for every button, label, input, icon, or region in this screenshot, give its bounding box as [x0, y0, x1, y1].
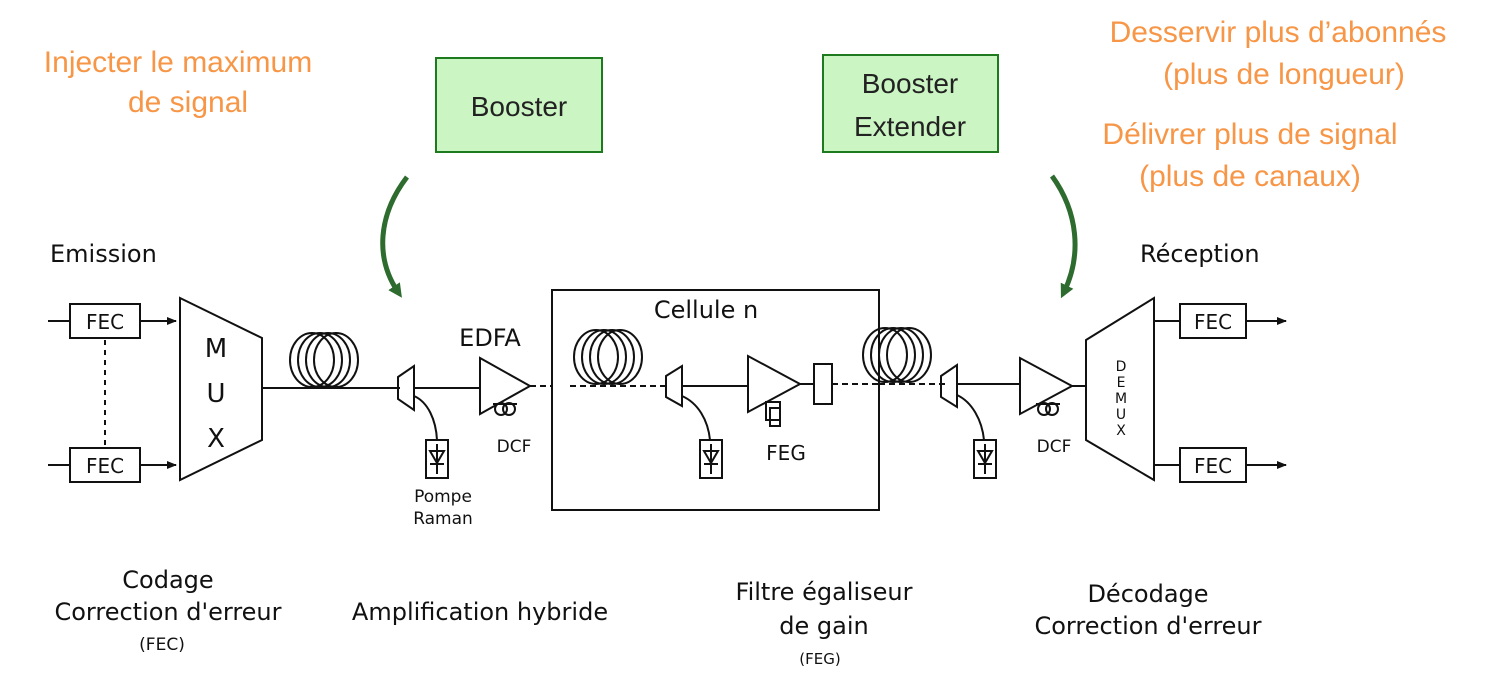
emission-label: Emission — [50, 240, 157, 268]
caption-decodage-1: Décodage — [1087, 580, 1208, 608]
booster-arrow — [380, 175, 409, 298]
svg-text:X: X — [1116, 423, 1126, 439]
dcf-label-right: DCF — [1037, 437, 1072, 457]
fiber-coil-icon — [289, 332, 359, 388]
demux-label: D E M U X — [1115, 359, 1127, 439]
annotation-desservir-line1: Desservir plus d’abonnés — [1110, 16, 1447, 49]
pump-diode-icon — [425, 439, 449, 479]
annotation-desservir-line2: (plus de longueur) — [1163, 58, 1405, 91]
booster-extender-box: Booster Extender — [822, 54, 999, 153]
annotation-delivrer-line1: Délivrer plus de signal — [1102, 118, 1397, 151]
fec-label: FEC — [86, 454, 124, 478]
svg-text:U: U — [206, 379, 225, 409]
svg-text:E: E — [1117, 375, 1126, 391]
caption-filtre-1: Filtre égaliseur — [736, 578, 913, 606]
pompe-label: Pompe — [414, 487, 472, 507]
svg-text:D: D — [1116, 359, 1127, 375]
edfa-label: EDFA — [459, 324, 521, 352]
caption-codage-1: Codage — [122, 566, 213, 594]
fec-block-tx-1: FEC — [69, 303, 141, 339]
pump-diode-icon — [699, 439, 723, 479]
svg-text:U: U — [1116, 407, 1126, 423]
caption-filtre-3: (FEG) — [799, 650, 840, 668]
mux-label: M U X — [205, 334, 227, 454]
booster-label: Booster — [471, 91, 568, 122]
raman-label: Raman — [413, 509, 473, 529]
fiber-coil-icon — [573, 329, 643, 385]
caption-decodage-2: Correction d'erreur — [1034, 612, 1261, 640]
annotation-inject-line1: Injecter le maximum — [44, 46, 312, 79]
fec-block-rx-2: FEC — [1179, 447, 1247, 483]
reception-label: Réception — [1140, 240, 1260, 268]
annotation-inject-line2: de signal — [128, 86, 248, 119]
fiber-coil-icon — [862, 327, 932, 383]
cellule-label: Cellule n — [654, 296, 758, 324]
feg-pump-icon — [765, 401, 781, 427]
pump-diode-icon — [973, 439, 997, 479]
dcf-label-left: DCF — [497, 437, 532, 457]
caption-codage-3: (FEC) — [139, 635, 185, 655]
fec-label: FEC — [1194, 310, 1232, 334]
caption-amplification: Amplification hybride — [352, 598, 608, 626]
booster-extender-label-1: Booster — [862, 68, 959, 99]
extender-arrow — [1049, 174, 1078, 299]
svg-text:X: X — [207, 424, 225, 454]
booster-box: Booster — [435, 57, 603, 153]
svg-text:M: M — [205, 334, 227, 364]
caption-filtre-2: de gain — [779, 612, 868, 640]
fec-label: FEC — [86, 310, 124, 334]
svg-text:M: M — [1115, 391, 1127, 407]
dcf-coil-icon — [493, 402, 517, 416]
fec-block-tx-2: FEC — [69, 447, 141, 483]
booster-extender-label-2: Extender — [854, 111, 966, 142]
feg-label: FEG — [766, 441, 806, 465]
caption-codage-2: Correction d'erreur — [54, 598, 281, 626]
dcf-coil-icon — [1036, 402, 1060, 416]
annotation-delivrer-line2: (plus de canaux) — [1139, 160, 1361, 193]
fec-block-rx-1: FEC — [1179, 303, 1247, 339]
fec-label: FEC — [1194, 454, 1232, 478]
